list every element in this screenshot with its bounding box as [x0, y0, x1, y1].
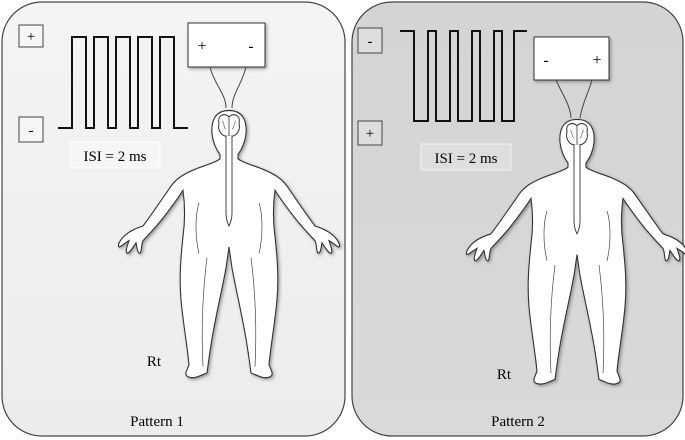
wire-left-2 — [555, 79, 572, 119]
polarity-bottom-label: - — [29, 123, 34, 139]
wire-right-2 — [579, 79, 593, 119]
side-label-1: Rt — [147, 354, 162, 370]
polarity-box-top-2 — [357, 27, 383, 54]
side-label-2: Rt — [497, 367, 512, 383]
panel-pattern-1: + - ISI = 2 ms + - Rt Pattern 1 — [1, 1, 346, 437]
pulse-train-1 — [58, 36, 188, 129]
polarity-box-bottom — [18, 116, 44, 143]
pattern-1-title: Pattern 1 — [130, 414, 184, 430]
polarity-bottom-label-2: + — [366, 126, 374, 142]
electrode-left-label-1: + — [197, 38, 206, 55]
wire-left-1 — [209, 66, 227, 109]
stimulator-box-2 — [533, 36, 610, 81]
electrode-right-label-1: - — [248, 38, 253, 55]
electrode-left-label-2: - — [543, 52, 548, 69]
pulse-train-2 — [400, 30, 527, 122]
panel-2-background — [351, 1, 684, 437]
isi-box-2 — [420, 143, 512, 171]
pattern-2-title: Pattern 2 — [491, 414, 545, 430]
stimulator-box-1 — [187, 22, 266, 68]
isi-label-2: ISI = 2 ms — [434, 151, 497, 167]
isi-label-1: ISI = 2 ms — [83, 149, 146, 165]
panel-pattern-2: - + ISI = 2 ms - + Rt Pattern 2 — [351, 1, 685, 437]
isi-box-1 — [69, 141, 161, 169]
wire-right-1 — [231, 66, 247, 109]
electrode-right-label-2: + — [592, 52, 601, 69]
polarity-top-label: + — [27, 29, 35, 45]
polarity-box-bottom-2 — [357, 120, 383, 146]
polarity-box-top — [18, 24, 44, 48]
polarity-top-label-2: - — [368, 34, 373, 50]
